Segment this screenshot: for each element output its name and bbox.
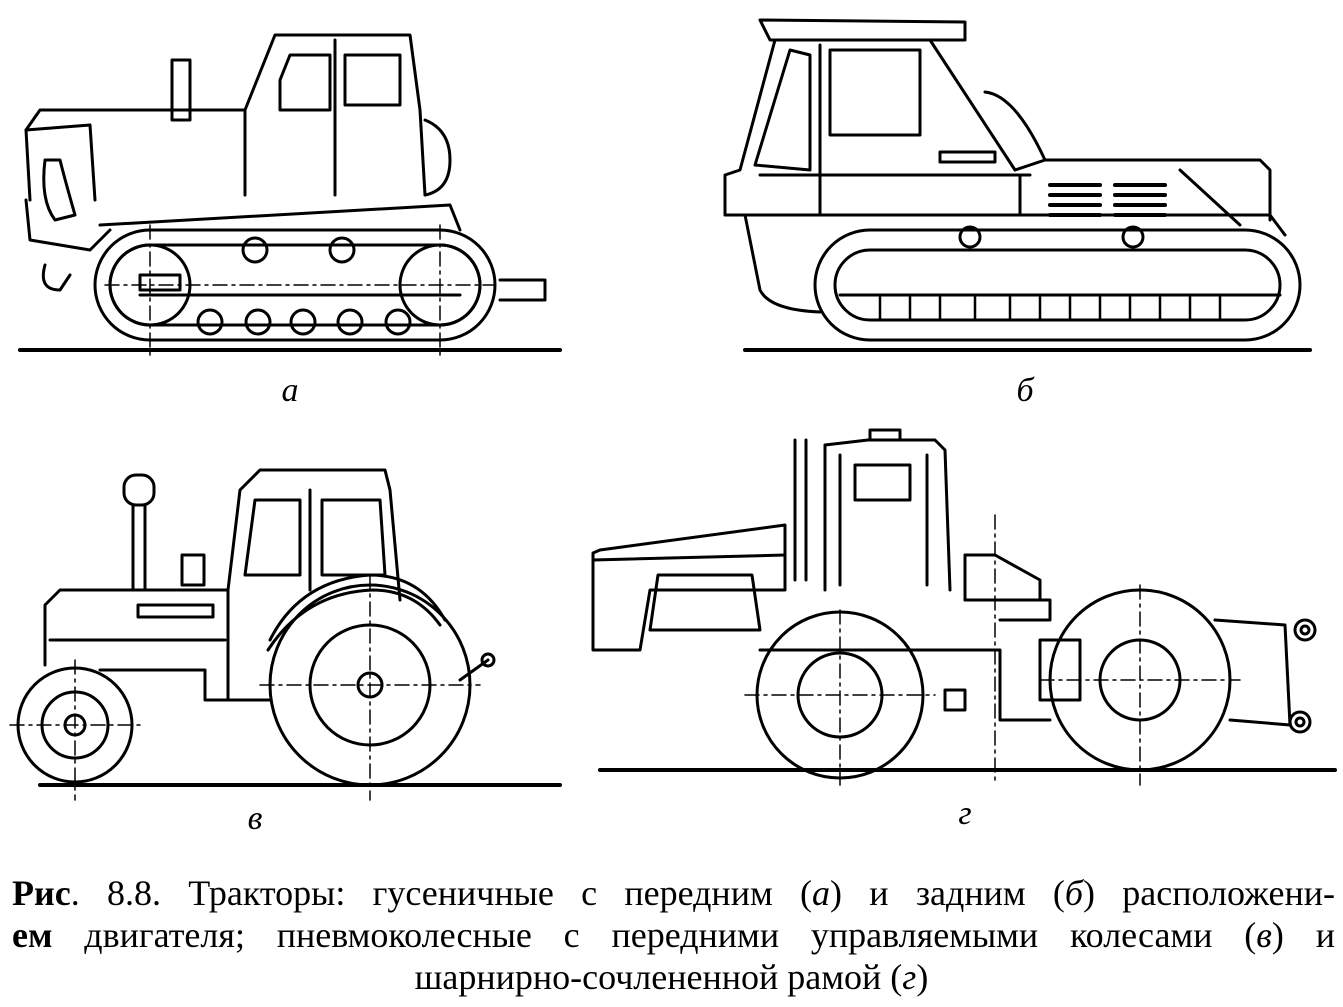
figure-caption: Рис. 8.8. Тракторы: гусеничные с передни… bbox=[0, 872, 1343, 998]
caption-line-2: ем двигателя; пневмоколесные с передними… bbox=[12, 915, 1335, 955]
label-v: в bbox=[247, 800, 263, 837]
label-g: г bbox=[958, 795, 972, 832]
crawler-rear-engine-drawing bbox=[723, 18, 1312, 352]
label-a: а bbox=[281, 372, 299, 409]
tractors-figure bbox=[9, 18, 1337, 801]
wheeled-front-steering-drawing bbox=[9, 468, 562, 801]
caption-line-3: шарнирно-сочлененной рамой (г) bbox=[414, 957, 929, 997]
caption-line-1: Рис. 8.8. Тракторы: гусеничные с передни… bbox=[12, 873, 1336, 913]
label-b: б bbox=[1016, 372, 1034, 409]
crawler-front-engine-drawing bbox=[18, 33, 562, 356]
articulated-frame-drawing bbox=[591, 428, 1337, 786]
